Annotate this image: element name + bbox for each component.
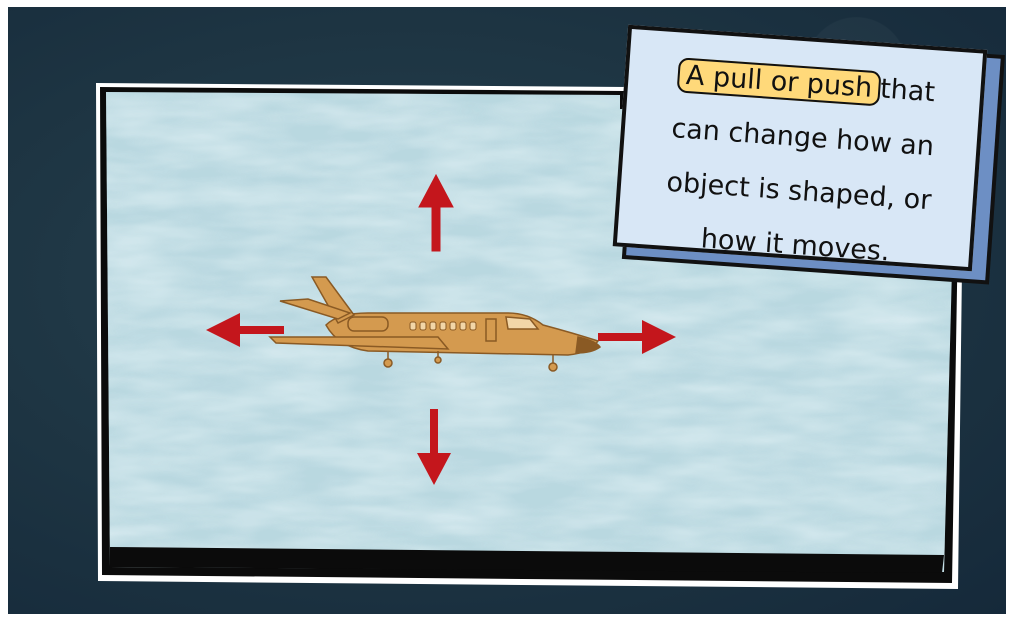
- highlighted-phrase: A pull or push: [677, 57, 881, 106]
- definition-line-1: that: [879, 73, 936, 108]
